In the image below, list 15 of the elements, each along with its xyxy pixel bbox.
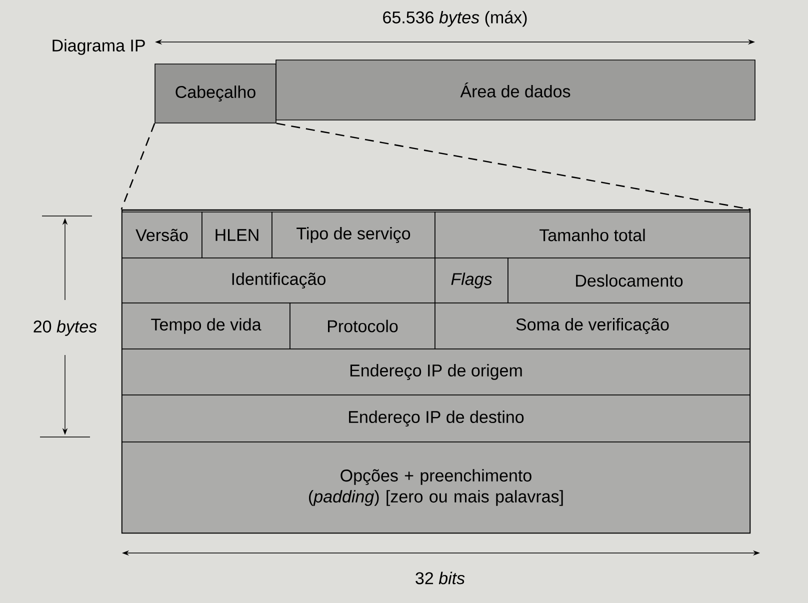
centered-text: 65.536 bytes (máx): [383, 10, 527, 27]
header-field: Versão: [122, 212, 202, 258]
header-field: Protocolo: [290, 302, 436, 350]
projection-line: [120, 123, 156, 210]
header-field: Opções + preenchimento (padding) [zero ou mais palavras]: [122, 442, 750, 534]
projection-line: [276, 122, 751, 210]
data-box: Área de dados: [276, 60, 756, 120]
diagram-caption: Diagrama IP: [52, 39, 145, 55]
dimension-label: 32 bits: [416, 572, 465, 584]
header-field: Endereço IP de destino: [122, 394, 750, 442]
header-box: Cabeçalho: [154, 64, 276, 124]
header-field: Tempo de vida: [122, 302, 290, 350]
header-field: HLEN: [202, 212, 272, 258]
dimension-label: 20 bytes: [34, 320, 97, 336]
header-field: Flags: [434, 258, 508, 304]
